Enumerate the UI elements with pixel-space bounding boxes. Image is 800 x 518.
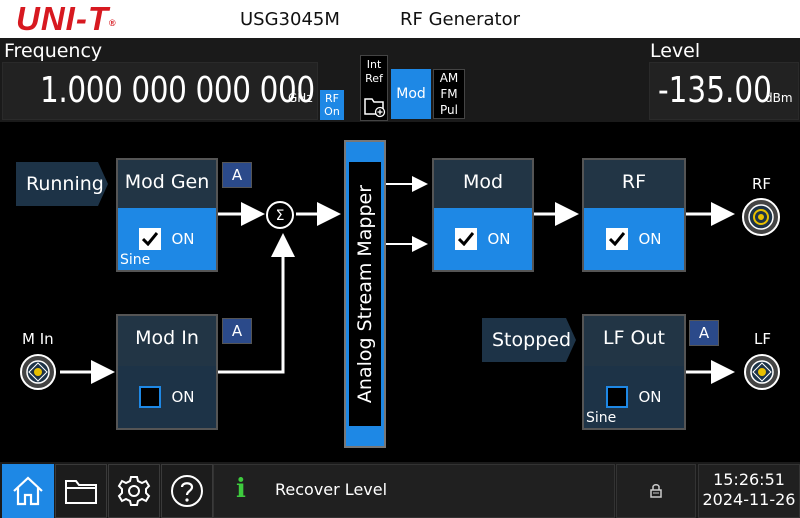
title-bar bbox=[0, 0, 800, 38]
mod-checkbox[interactable] bbox=[455, 228, 478, 250]
brand-logo: UNI-T® bbox=[16, 0, 117, 37]
mod-gen-on-label: ON bbox=[171, 230, 195, 248]
mod-in-checkbox[interactable] bbox=[139, 386, 162, 408]
mod-gen-title: Mod Gen bbox=[118, 160, 216, 204]
reference-line1: Int bbox=[366, 58, 382, 71]
model-name: USG3045M bbox=[240, 9, 340, 30]
rf-on-line2: On bbox=[324, 105, 340, 118]
rf-on-line1: RF bbox=[325, 92, 339, 105]
lf-out-on-label: ON bbox=[638, 388, 662, 406]
level-field[interactable] bbox=[649, 62, 799, 120]
m-in-connector-icon bbox=[20, 354, 56, 390]
gear-icon bbox=[117, 476, 151, 506]
rf-checkbox[interactable] bbox=[606, 228, 629, 250]
mod-toggle[interactable]: ON bbox=[434, 208, 532, 270]
mod-type-pulse[interactable]: Pul bbox=[440, 103, 458, 117]
rf-on-button[interactable]: RF On bbox=[320, 90, 344, 120]
mod-gen-a-button[interactable]: A bbox=[222, 162, 252, 188]
rf-on-label: ON bbox=[638, 230, 662, 248]
sum-node: Σ bbox=[266, 201, 294, 229]
lf-out-block[interactable]: LF Out ON Sine bbox=[582, 314, 686, 430]
folder-icon bbox=[65, 480, 97, 504]
lock-icon bbox=[650, 484, 662, 498]
level-unit: dBm bbox=[765, 91, 793, 105]
mod-type-am[interactable]: AM bbox=[439, 71, 459, 85]
file-button[interactable] bbox=[55, 464, 107, 518]
settings-button[interactable] bbox=[108, 464, 160, 518]
frequency-label: Frequency bbox=[4, 40, 103, 62]
mod-in-title: Mod In bbox=[118, 316, 216, 360]
lf-out-status: Stopped bbox=[482, 318, 576, 362]
lf-out-toggle[interactable]: ON Sine bbox=[584, 366, 684, 428]
frequency-field[interactable] bbox=[2, 62, 318, 120]
rf-title: RF bbox=[584, 160, 684, 204]
mod-in-block[interactable]: Mod In ON bbox=[116, 314, 218, 430]
mod-gen-toggle[interactable]: ON Sine bbox=[118, 208, 216, 270]
help-button[interactable] bbox=[161, 464, 213, 518]
lf-output-connector-icon bbox=[744, 354, 780, 390]
mod-type-list[interactable]: AM FM Pul bbox=[433, 69, 465, 119]
lf-out-a-button[interactable]: A bbox=[689, 320, 719, 346]
mod-in-on-label: ON bbox=[171, 388, 195, 406]
level-label: Level bbox=[650, 40, 701, 62]
mod-gen-block[interactable]: Mod Gen ON Sine bbox=[116, 158, 218, 272]
mod-on-label: ON bbox=[487, 230, 511, 248]
signal-flow-lines bbox=[60, 176, 735, 384]
level-value: -135.00 bbox=[658, 70, 772, 111]
mod-button[interactable]: Mod bbox=[391, 69, 431, 119]
lf-out-title: LF Out bbox=[584, 316, 684, 360]
file-add-icon[interactable] bbox=[363, 96, 387, 118]
info-icon: i bbox=[236, 474, 246, 504]
sum-symbol: Σ bbox=[276, 208, 285, 224]
mod-block[interactable]: Mod ON bbox=[432, 158, 534, 272]
clock-time: 15:26:51 bbox=[713, 470, 785, 489]
frequency-value: 1.000 000 000 000 bbox=[40, 70, 315, 111]
rf-toggle[interactable]: ON bbox=[584, 208, 684, 270]
lf-output-label: LF bbox=[754, 330, 771, 348]
mapper-label-bg bbox=[349, 162, 381, 426]
clock-date: 2024-11-26 bbox=[702, 490, 796, 509]
home-button[interactable] bbox=[2, 464, 54, 518]
m-in-label: M In bbox=[22, 330, 54, 348]
message-area[interactable] bbox=[213, 464, 615, 518]
reference-line2: Ref bbox=[365, 72, 383, 85]
status-message: Recover Level bbox=[275, 480, 388, 499]
home-icon bbox=[13, 476, 43, 506]
clock-area[interactable] bbox=[698, 464, 800, 518]
mod-title: Mod bbox=[434, 160, 532, 204]
help-icon bbox=[171, 475, 203, 507]
mod-type-fm[interactable]: FM bbox=[440, 87, 458, 101]
check-icon bbox=[458, 232, 475, 246]
rf-output-label: RF bbox=[752, 175, 772, 193]
rf-output-connector-icon bbox=[742, 198, 780, 236]
mod-in-a-button[interactable]: A bbox=[222, 318, 252, 344]
check-icon bbox=[609, 232, 626, 246]
rf-block[interactable]: RF ON bbox=[582, 158, 686, 272]
check-icon bbox=[142, 232, 159, 246]
lf-out-waveform: Sine bbox=[586, 410, 617, 426]
app-title: RF Generator bbox=[400, 9, 520, 30]
mod-in-toggle[interactable]: ON bbox=[118, 366, 216, 428]
mod-gen-checkbox[interactable] bbox=[139, 228, 162, 250]
lf-out-checkbox[interactable] bbox=[606, 386, 629, 408]
frequency-unit: GHz bbox=[288, 91, 313, 105]
reference-text: Int Ref bbox=[362, 58, 386, 86]
lock-button[interactable] bbox=[616, 464, 696, 518]
mod-gen-status: Running bbox=[16, 162, 108, 206]
mod-gen-waveform: Sine bbox=[120, 252, 151, 268]
mapper-label: Analog Stream Mapper bbox=[354, 184, 376, 404]
